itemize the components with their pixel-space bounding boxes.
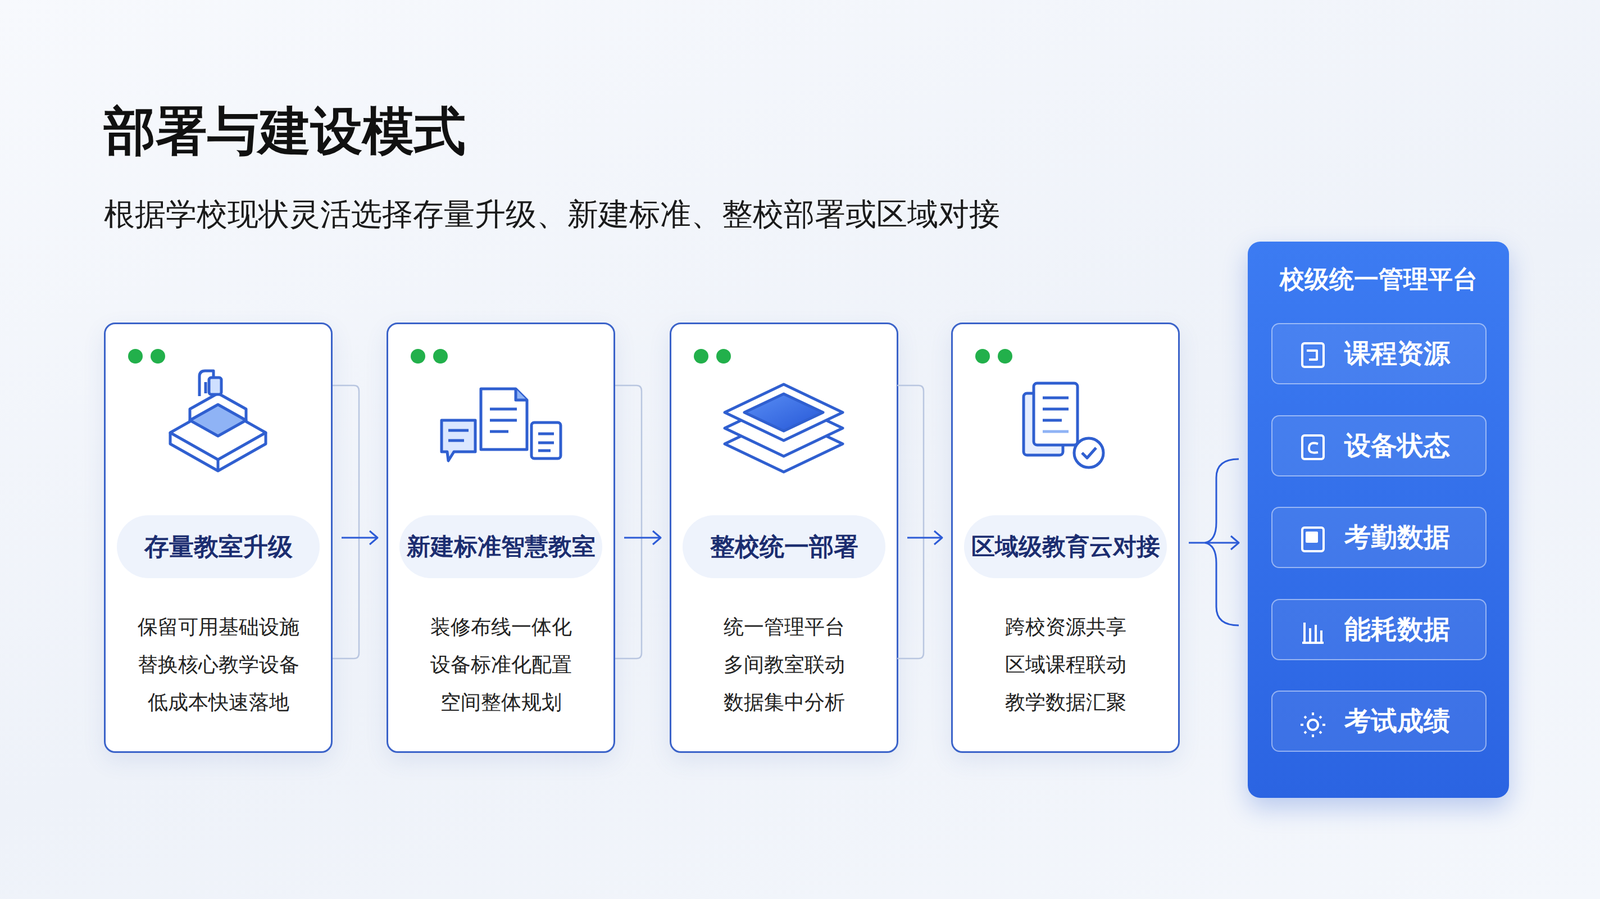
cloud-doc-icon: [1023, 383, 1104, 468]
platform-item: 课程资源: [1271, 323, 1487, 385]
card-detail: 空间整体规划: [388, 689, 614, 717]
card-detail: 装修布线一体化: [388, 614, 614, 642]
item-label: 设备状态: [1344, 416, 1450, 476]
heading-pill: 整校统一部署: [682, 515, 886, 579]
panel-title: 校级统一管理平台: [1247, 262, 1509, 297]
status-dots: [128, 348, 1013, 364]
card-detail: 统一管理平台: [671, 614, 897, 642]
subtitle: 根据学校现状灵活选择存量升级、新建标准、整校部署或区域对接: [103, 193, 1000, 236]
flow-arrow: [341, 530, 378, 545]
card-detail: 教学数据汇聚: [952, 689, 1179, 717]
heading-pill: 存量教室升级: [116, 515, 320, 579]
card-detail: 多间教室联动: [671, 651, 897, 679]
process-card: 整校统一部署统一管理平台多间教室联动数据集中分析: [669, 322, 899, 753]
item-label: 考试成绩: [1344, 691, 1450, 751]
platform-item: 能耗数据: [1271, 598, 1487, 661]
card-heading: 整校统一部署: [710, 530, 859, 564]
flow-arrow: [1188, 535, 1239, 550]
panel-item-icons: [1300, 343, 1326, 738]
card-detail: 跨校资源共享: [952, 614, 1179, 642]
bracket-lines: [332, 385, 924, 659]
heading-pill: 区域级教育云对接: [964, 515, 1167, 579]
card-detail: 区域课程联动: [952, 651, 1179, 679]
card-detail: 设备标准化配置: [388, 651, 614, 679]
card-detail: 替换核心教学设备: [105, 651, 331, 679]
classroom-upgrade-icon: [170, 370, 266, 471]
platform-item: 考试成绩: [1271, 690, 1487, 752]
process-card: 存量教室升级保留可用基础设施替换核心教学设备低成本快速落地: [103, 322, 333, 753]
card-detail: 低成本快速落地: [105, 689, 331, 717]
layer-stack-icon: [724, 384, 843, 472]
new-classroom-icon: [441, 388, 561, 461]
flow-arrow: [907, 530, 943, 545]
platform-item: 考勤数据: [1271, 506, 1487, 568]
card-detail: 保留可用基础设施: [105, 614, 331, 642]
card-heading: 存量教室升级: [144, 530, 293, 564]
process-card: 新建标准智慧教室装修布线一体化设备标准化配置空间整体规划: [386, 322, 616, 753]
platform-item: 设备状态: [1271, 415, 1487, 477]
page-title: 部署与建设模式: [103, 96, 466, 167]
brace: [1205, 458, 1239, 626]
card-heading: 新建标准智慧教室: [406, 530, 596, 563]
card-heading: 区域级教育云对接: [971, 530, 1161, 563]
card-detail: 数据集中分析: [671, 689, 897, 717]
flow-arrow: [624, 530, 661, 545]
item-label: 能耗数据: [1344, 600, 1450, 659]
heading-pill: 新建标准智慧教室: [399, 515, 603, 579]
item-label: 考勤数据: [1344, 507, 1450, 567]
item-label: 课程资源: [1344, 324, 1450, 384]
process-card: 区域级教育云对接跨校资源共享区域课程联动教学数据汇聚: [951, 322, 1180, 753]
platform-panel: 校级统一管理平台课程资源设备状态考勤数据能耗数据考试成绩: [1247, 241, 1509, 798]
